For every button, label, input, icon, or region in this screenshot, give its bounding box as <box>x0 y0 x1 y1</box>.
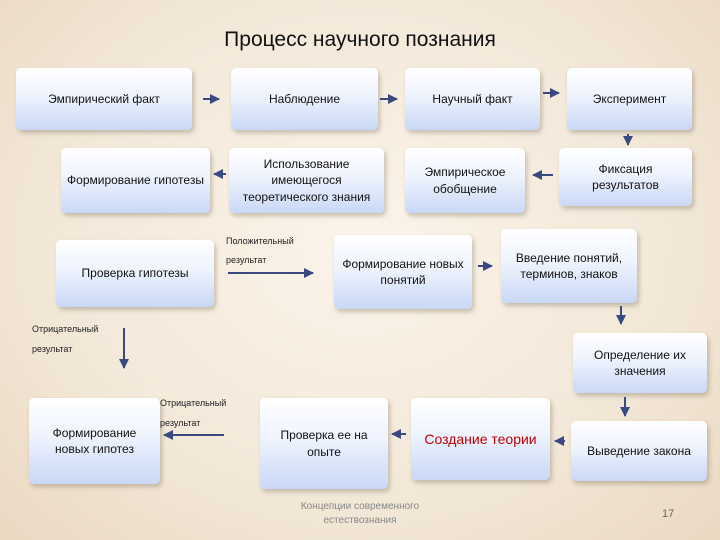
box-existing-knowledge: Использование имеющегося теоретического … <box>229 148 384 213</box>
label-negative-result-1: Отрицательный результат <box>32 324 99 354</box>
box-hypothesis-formation: Формирование гипотезы <box>61 148 210 213</box>
box-empirical-generalization: Эмпирическое обобщение <box>405 148 525 213</box>
box-observation: Наблюдение <box>231 68 378 130</box>
box-experiment: Эксперимент <box>567 68 692 130</box>
box-terms-introduction: Введение понятий, терминов, знаков <box>501 229 637 303</box>
diagram-title: Процесс научного познания <box>224 28 496 51</box>
box-empirical-fact: Эмпирический факт <box>16 68 192 130</box>
box-new-concepts: Формирование новых понятий <box>334 235 472 309</box>
box-new-hypotheses: Формирование новых гипотез <box>29 398 160 484</box>
box-results-fixation: Фиксация результатов <box>559 148 692 206</box>
box-law-derivation: Выведение закона <box>571 421 707 481</box>
box-theory-creation: Создание теории <box>411 398 550 480</box>
page-number: 17 <box>662 508 675 520</box>
box-meaning-definition: Определение их значения <box>573 333 707 393</box>
box-hypothesis-check: Проверка гипотезы <box>56 240 214 307</box>
label-negative-result-2: Отрицательный результат <box>160 398 227 428</box>
footer-text: Концепции современного естествознания <box>300 501 420 526</box>
box-scientific-fact: Научный факт <box>405 68 540 130</box>
box-experience-check: Проверка ее на опыте <box>260 398 388 489</box>
label-positive-result: Положительный результат <box>226 236 294 265</box>
